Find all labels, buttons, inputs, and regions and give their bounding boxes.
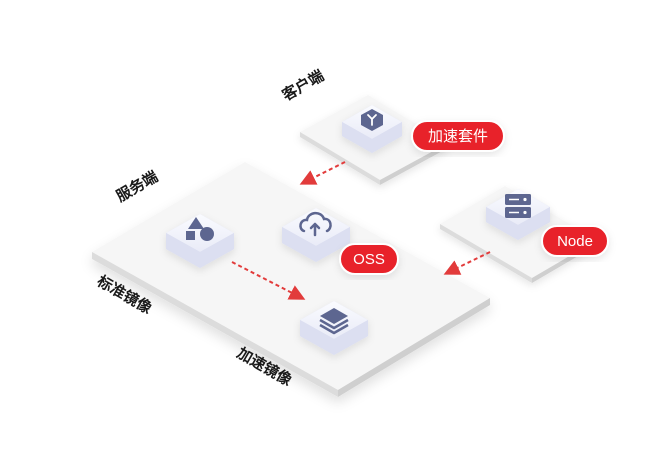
client-cube[interactable] — [342, 105, 402, 153]
svg-text:加速套件: 加速套件 — [428, 128, 488, 145]
arrow-standard-to-accel — [231, 261, 306, 300]
badge-accel-kit: 加速套件 — [411, 120, 505, 152]
shapes-icon — [186, 217, 214, 241]
badge-node: Node — [541, 225, 609, 257]
svg-text:OSS: OSS — [353, 251, 385, 268]
server-icon — [505, 194, 531, 218]
arrow-node-to-server — [443, 251, 491, 275]
client-label: 客户端 — [278, 66, 327, 105]
svg-text:Node: Node — [557, 233, 593, 250]
standard-image-cube[interactable] — [166, 214, 234, 268]
server-label: 服务端 — [113, 167, 161, 205]
cloud-upload-icon — [299, 211, 332, 237]
oss-cube[interactable] — [282, 208, 350, 262]
server-platform — [92, 162, 490, 397]
arrow-client-to-server — [299, 161, 346, 185]
layers-icon — [319, 308, 349, 335]
shield-y-icon — [361, 109, 383, 131]
badge-oss: OSS — [339, 243, 399, 275]
accelerated-image-cube[interactable] — [300, 301, 368, 355]
node-cube[interactable] — [486, 189, 550, 240]
